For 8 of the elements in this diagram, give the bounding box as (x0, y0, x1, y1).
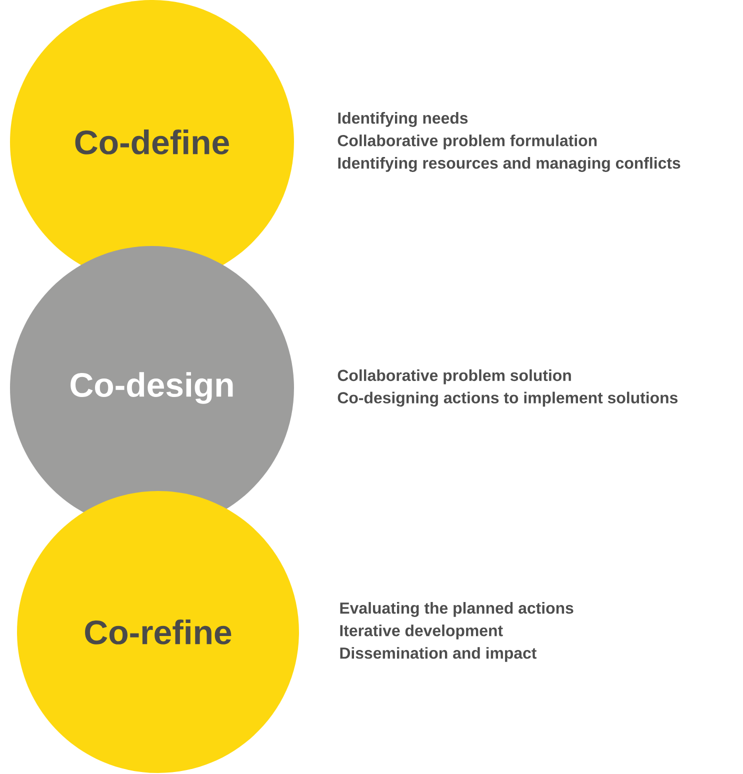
description-text: Identifying needs (338, 112, 468, 127)
description-text: Co-designing actions to implement solutions (338, 392, 678, 407)
description-text: Collaborative problem solution (338, 369, 571, 384)
description-text: Dissemination and impact (340, 647, 536, 662)
description-text: Iterative development (340, 624, 503, 640)
description-text: Collaborative problem formulation (338, 134, 597, 150)
description-text: Identifying resources and managing conflicts (338, 157, 680, 172)
description-text: Evaluating the planned actions (340, 602, 574, 617)
